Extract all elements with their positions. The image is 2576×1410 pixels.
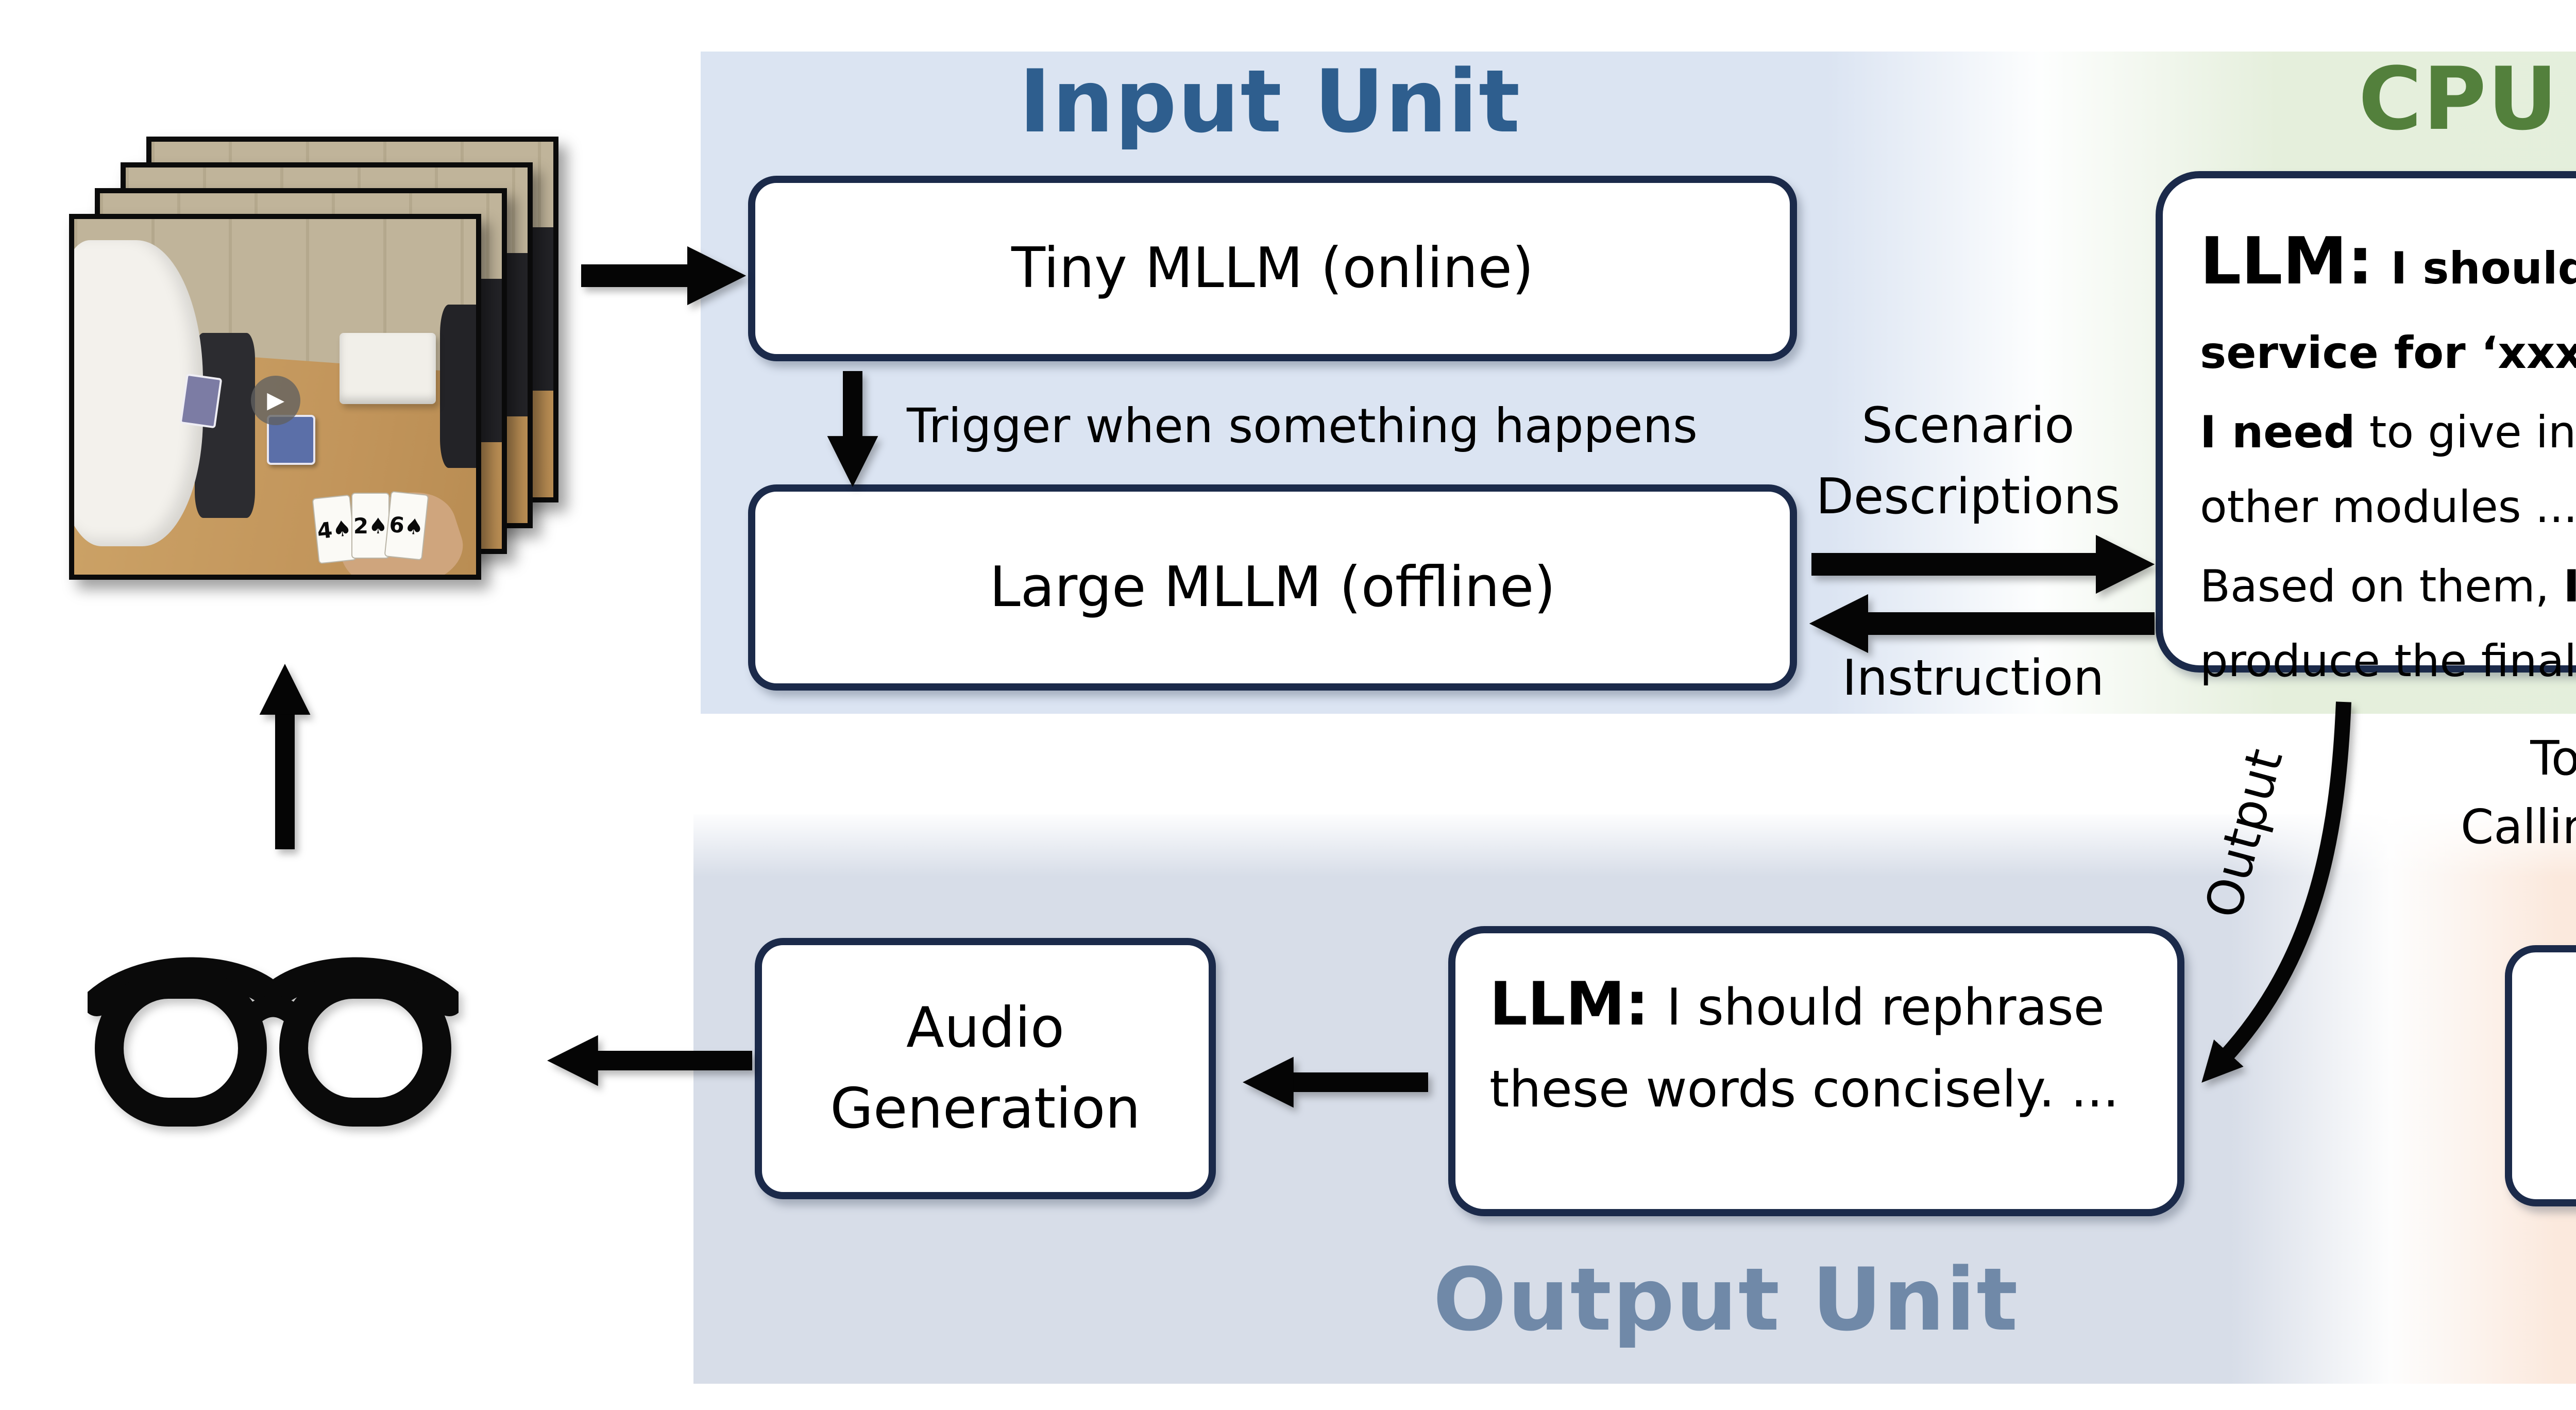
trigger-label: Trigger when something happens — [907, 398, 1698, 454]
instruction-label: Instruction — [1842, 650, 2105, 707]
rephrase-llm-text: LLM:I should rephrase these words concis… — [1489, 958, 2143, 1129]
cpu-title: CPU — [2358, 48, 2559, 149]
cpu-llm-prefix: LLM: — [2200, 223, 2374, 299]
cpu-sentence-3-bold: I need — [2563, 561, 2576, 613]
scenario-line1: Scenario — [1861, 397, 2075, 454]
output-unit-title: Output Unit — [1433, 1249, 2019, 1350]
video-frame-front: 4♠ 2♠ 6♠ ▶ — [69, 214, 481, 580]
play-glyph: ▶ — [267, 387, 285, 414]
cpu-sentence-3-pre: Based on them, — [2200, 561, 2564, 613]
audio-line1: Audio — [906, 995, 1064, 1060]
rephrase-llm-box: LLM:I should rephrase these words concis… — [1448, 926, 2184, 1216]
tiny-mllm-label: Tiny MLLM (online) — [1011, 236, 1534, 300]
cpu-llm-box: LLM:I should provide a service for ‘xxxx… — [2156, 171, 2576, 687]
large-mllm-box: Large MLLM (offline) — [748, 484, 1797, 691]
alu-tools-box: Web Search Code Execute Other LLMs ... — [2505, 945, 2576, 1206]
tool-line1: Tool — [2530, 731, 2576, 786]
photo-chair — [439, 304, 476, 468]
cpu-sentence-2-bold: I need — [2200, 407, 2355, 459]
playing-card: 6♠ — [384, 491, 430, 561]
rephrase-llm-body: I should rephrase these words concisely.… — [1489, 978, 2119, 1119]
cpu-llm-text: LLM:I should provide a service for ‘xxxx… — [2200, 207, 2576, 703]
tool-calling-label: ToolCalling — [2293, 724, 2576, 862]
rephrase-llm-prefix: LLM: — [1489, 969, 1649, 1039]
alu-tools-grid: Web Search Code Execute Other LLMs ... — [2512, 952, 2576, 1199]
tool-line2: Calling — [2460, 799, 2576, 855]
tiny-mllm-box: Tiny MLLM (online) — [748, 176, 1797, 361]
playing-card: 2♠ — [351, 493, 390, 559]
large-mllm-label: Large MLLM (offline) — [989, 555, 1556, 619]
cpu-sentence-3-rest: to produce the final output ... — [2200, 635, 2576, 687]
photo-person — [74, 240, 203, 546]
audio-line2: Generation — [830, 1076, 1141, 1141]
scenario-line2: Descriptions — [1816, 468, 2121, 525]
input-unit-title: Input Unit — [1019, 51, 1521, 152]
photo-tissue-box — [339, 332, 436, 404]
glasses-icon — [88, 957, 459, 1127]
cpu-sentence-2-rest: to give instructions to other modules ..… — [2200, 407, 2576, 533]
photo-held-cards — [179, 373, 223, 428]
playing-card: 4♠ — [312, 494, 357, 564]
play-icon: ▶ — [251, 375, 301, 425]
cpu-sentence-1: I should provide a service for ‘xxxx’. — [2200, 243, 2576, 379]
